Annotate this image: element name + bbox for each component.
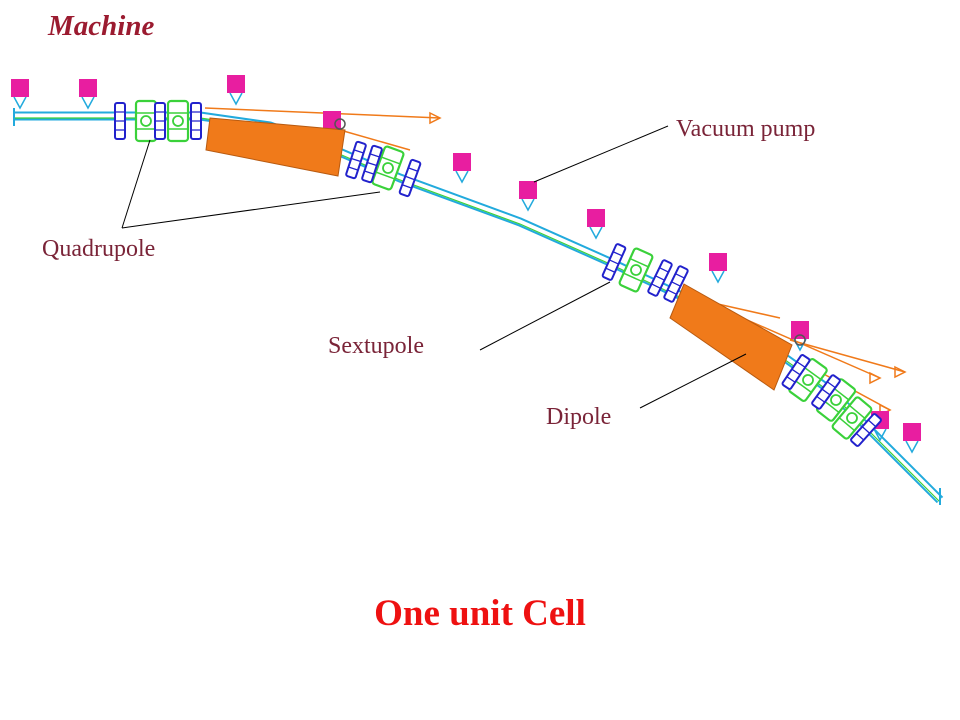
quadrupole-body <box>134 99 158 143</box>
magnet-coil <box>190 102 202 140</box>
quadrupole-pole <box>623 257 649 283</box>
coil-winding <box>605 251 623 273</box>
quadrupole-bore <box>140 115 152 127</box>
beam-pipe <box>13 108 944 505</box>
coil-winding <box>816 381 836 403</box>
beam-position-monitor <box>334 118 346 130</box>
quadrupole-bore <box>630 264 642 276</box>
coil-winding <box>115 111 125 131</box>
magnet-coil <box>647 259 673 297</box>
vacuum-pump <box>791 321 809 339</box>
vacuum-pump <box>519 181 537 199</box>
diagram-caption: One unit Cell <box>374 593 586 634</box>
quadrupole-pole <box>136 112 156 130</box>
pump-stand <box>455 170 469 184</box>
quadrupole-bore <box>382 162 394 174</box>
pump-stand <box>873 428 887 442</box>
page-title: Machine <box>48 10 155 42</box>
vacuum-pump <box>79 79 97 97</box>
quadrupole-bore <box>172 115 184 127</box>
quadrupole-magnet <box>831 396 873 440</box>
coil-winding <box>348 149 364 171</box>
magnet-coil <box>345 140 367 180</box>
magnet-coil <box>114 102 126 140</box>
magnet-coil <box>811 374 841 410</box>
coil-winding <box>364 153 380 175</box>
quadrupole-pole <box>794 367 822 393</box>
coil-winding <box>191 111 201 131</box>
quadrupole-magnet <box>134 99 158 143</box>
magnet-coil <box>361 144 383 184</box>
coil-winding <box>667 273 685 295</box>
magnet-coil <box>154 102 166 140</box>
magnet-coil <box>663 265 689 303</box>
pump-stand <box>521 198 535 212</box>
magnet-coil <box>398 158 422 198</box>
coil-winding <box>155 111 165 131</box>
label-quadrupole: Quadrupole <box>42 236 156 262</box>
dipole-magnets <box>205 117 793 391</box>
pump-stand <box>13 96 27 110</box>
photon-arrowhead <box>894 365 907 379</box>
leader-line <box>639 353 747 409</box>
quadrupole-pole <box>375 156 401 180</box>
quadrupole-magnet <box>166 99 190 143</box>
vacuum-pump <box>903 423 921 441</box>
quadrupole-magnet <box>618 247 654 293</box>
quadrupole-pole <box>838 404 866 432</box>
magnet-coil <box>850 413 882 447</box>
photon-line <box>339 129 411 151</box>
vacuum-pump <box>709 253 727 271</box>
beam-pipe-core <box>14 117 941 503</box>
coil-winding <box>402 167 418 189</box>
quadrupole-body <box>166 99 190 143</box>
magnet-coil <box>601 243 627 281</box>
leader-line <box>121 191 381 229</box>
coil-winding <box>855 419 877 441</box>
quadrupole-body <box>618 247 654 293</box>
vacuum-pump <box>227 75 245 93</box>
vacuum-pump <box>11 79 29 97</box>
multipole-magnets <box>114 99 882 447</box>
leader-line <box>121 139 151 229</box>
beam-position-monitor <box>794 334 806 346</box>
pump-stand <box>81 96 95 110</box>
photon-line <box>789 339 906 373</box>
pump-stand <box>905 440 919 454</box>
label-dipole: Dipole <box>546 404 612 430</box>
beam-pipe-inner <box>14 113 942 502</box>
pump-stand <box>711 270 725 284</box>
photon-line <box>204 107 441 119</box>
label-sextupole: Sextupole <box>328 333 424 359</box>
dipole-magnet-1 <box>205 117 346 177</box>
coil-winding <box>651 267 669 289</box>
vacuum-pump <box>453 153 471 171</box>
vacuum-pump <box>587 209 605 227</box>
pump-stand <box>589 226 603 240</box>
vacuum-pumps <box>11 75 921 454</box>
beam-pipe-outer <box>14 111 944 504</box>
quadrupole-body <box>831 396 873 440</box>
magnet-coil <box>781 354 811 390</box>
label-vacuum-pump: Vacuum pump <box>676 116 816 142</box>
quadrupole-magnet <box>371 145 405 191</box>
quadrupole-bore <box>830 394 842 406</box>
quadrupole-body <box>371 145 405 191</box>
photon-arrowhead <box>429 111 442 125</box>
pump-stand <box>229 92 243 106</box>
quadrupole-bore <box>846 412 858 424</box>
leader-line <box>479 281 611 351</box>
quadrupole-bore <box>802 374 814 386</box>
coil-winding <box>786 361 806 383</box>
photon-arrowhead <box>869 371 882 385</box>
dipole-magnet-2 <box>669 283 793 391</box>
leader-lines <box>121 125 747 409</box>
quadrupole-pole <box>168 112 188 130</box>
vacuum-pump <box>323 111 341 129</box>
leader-line <box>533 125 669 183</box>
